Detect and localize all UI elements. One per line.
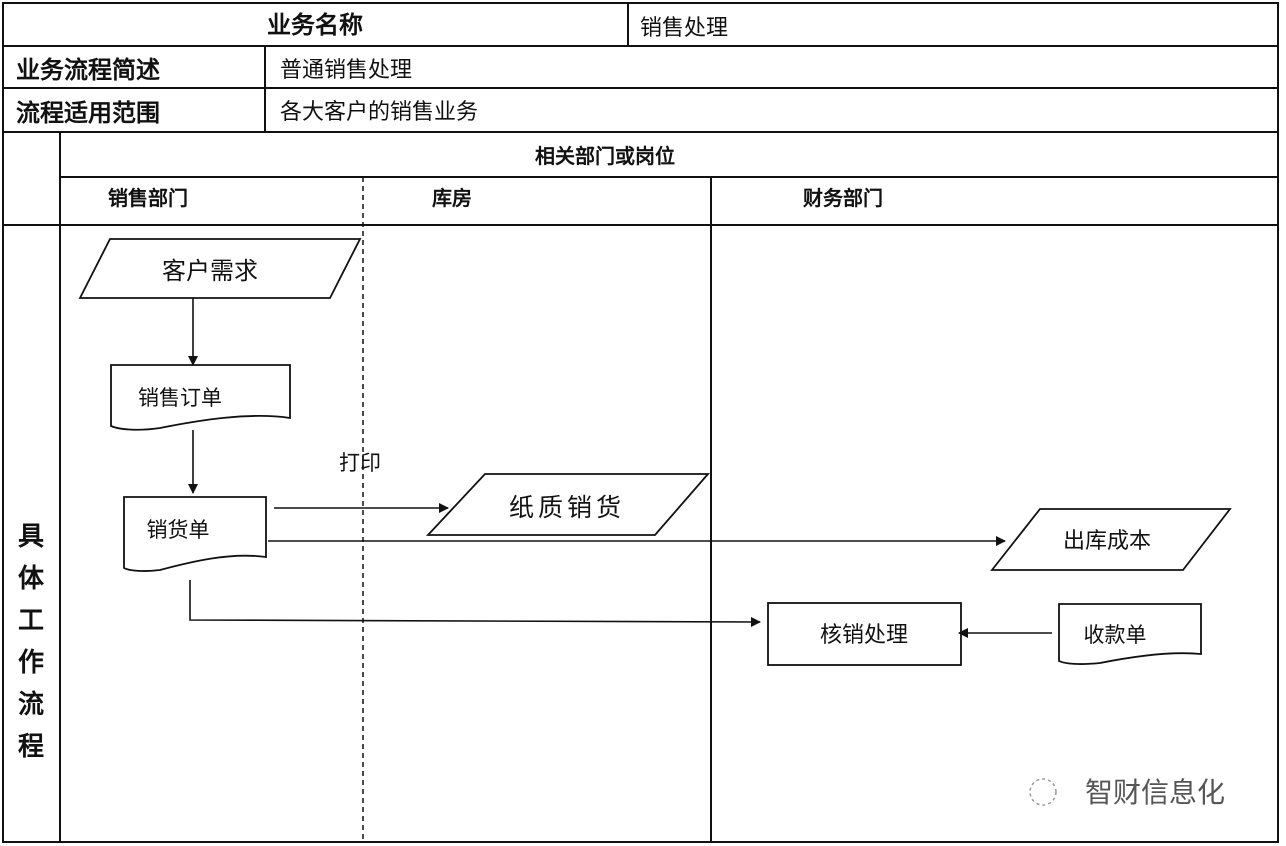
business-name-label: 业务名称 xyxy=(267,11,363,39)
customer-demand-label: 客户需求 xyxy=(162,257,258,285)
sales-slip-label: 销货单 xyxy=(147,518,210,542)
side-char: 体 xyxy=(18,564,45,594)
side-char: 作 xyxy=(18,648,44,678)
wechat-icon xyxy=(1029,778,1057,806)
side-char: 具 xyxy=(18,522,44,552)
receipt-shape xyxy=(1058,603,1202,665)
lanes-title: 相关部门或岗位 xyxy=(535,144,675,168)
write-off-label: 核销处理 xyxy=(820,623,908,648)
connectors xyxy=(188,298,1052,638)
sales-order-label: 销售订单 xyxy=(138,386,222,410)
side-char: 程 xyxy=(18,732,44,762)
paper-sales-shape xyxy=(425,473,710,536)
sales-order-shape xyxy=(110,364,291,431)
summary-label: 业务流程简述 xyxy=(16,56,160,84)
watermark-text: 智财信息化 xyxy=(1085,776,1225,809)
receipt-label: 收款单 xyxy=(1084,623,1147,647)
side-label: 具 体 工 作 流 程 xyxy=(18,522,45,762)
summary-value: 普通销售处理 xyxy=(280,58,412,83)
scope-label: 流程适用范围 xyxy=(16,99,160,127)
lane-finance: 财务部门 xyxy=(803,186,883,210)
lane-warehouse: 库房 xyxy=(432,186,472,210)
print-label: 打印 xyxy=(339,451,381,475)
outbound-cost-shape xyxy=(990,508,1232,571)
arrow-slip-to-writeoff xyxy=(189,580,761,627)
lane-sales: 销售部门 xyxy=(108,186,188,210)
write-off-shape xyxy=(767,602,962,666)
watermark: 智财信息化 xyxy=(1029,776,1225,809)
side-char: 工 xyxy=(18,606,44,636)
customer-demand-shape xyxy=(78,238,362,299)
paper-sales-label: 纸质销货 xyxy=(509,493,625,522)
business-name-value: 销售处理 xyxy=(640,16,728,41)
side-char: 流 xyxy=(18,690,44,720)
outbound-cost-label: 出库成本 xyxy=(1063,529,1151,554)
scope-value: 各大客户的销售业务 xyxy=(280,100,478,125)
sales-slip-shape xyxy=(123,496,267,572)
